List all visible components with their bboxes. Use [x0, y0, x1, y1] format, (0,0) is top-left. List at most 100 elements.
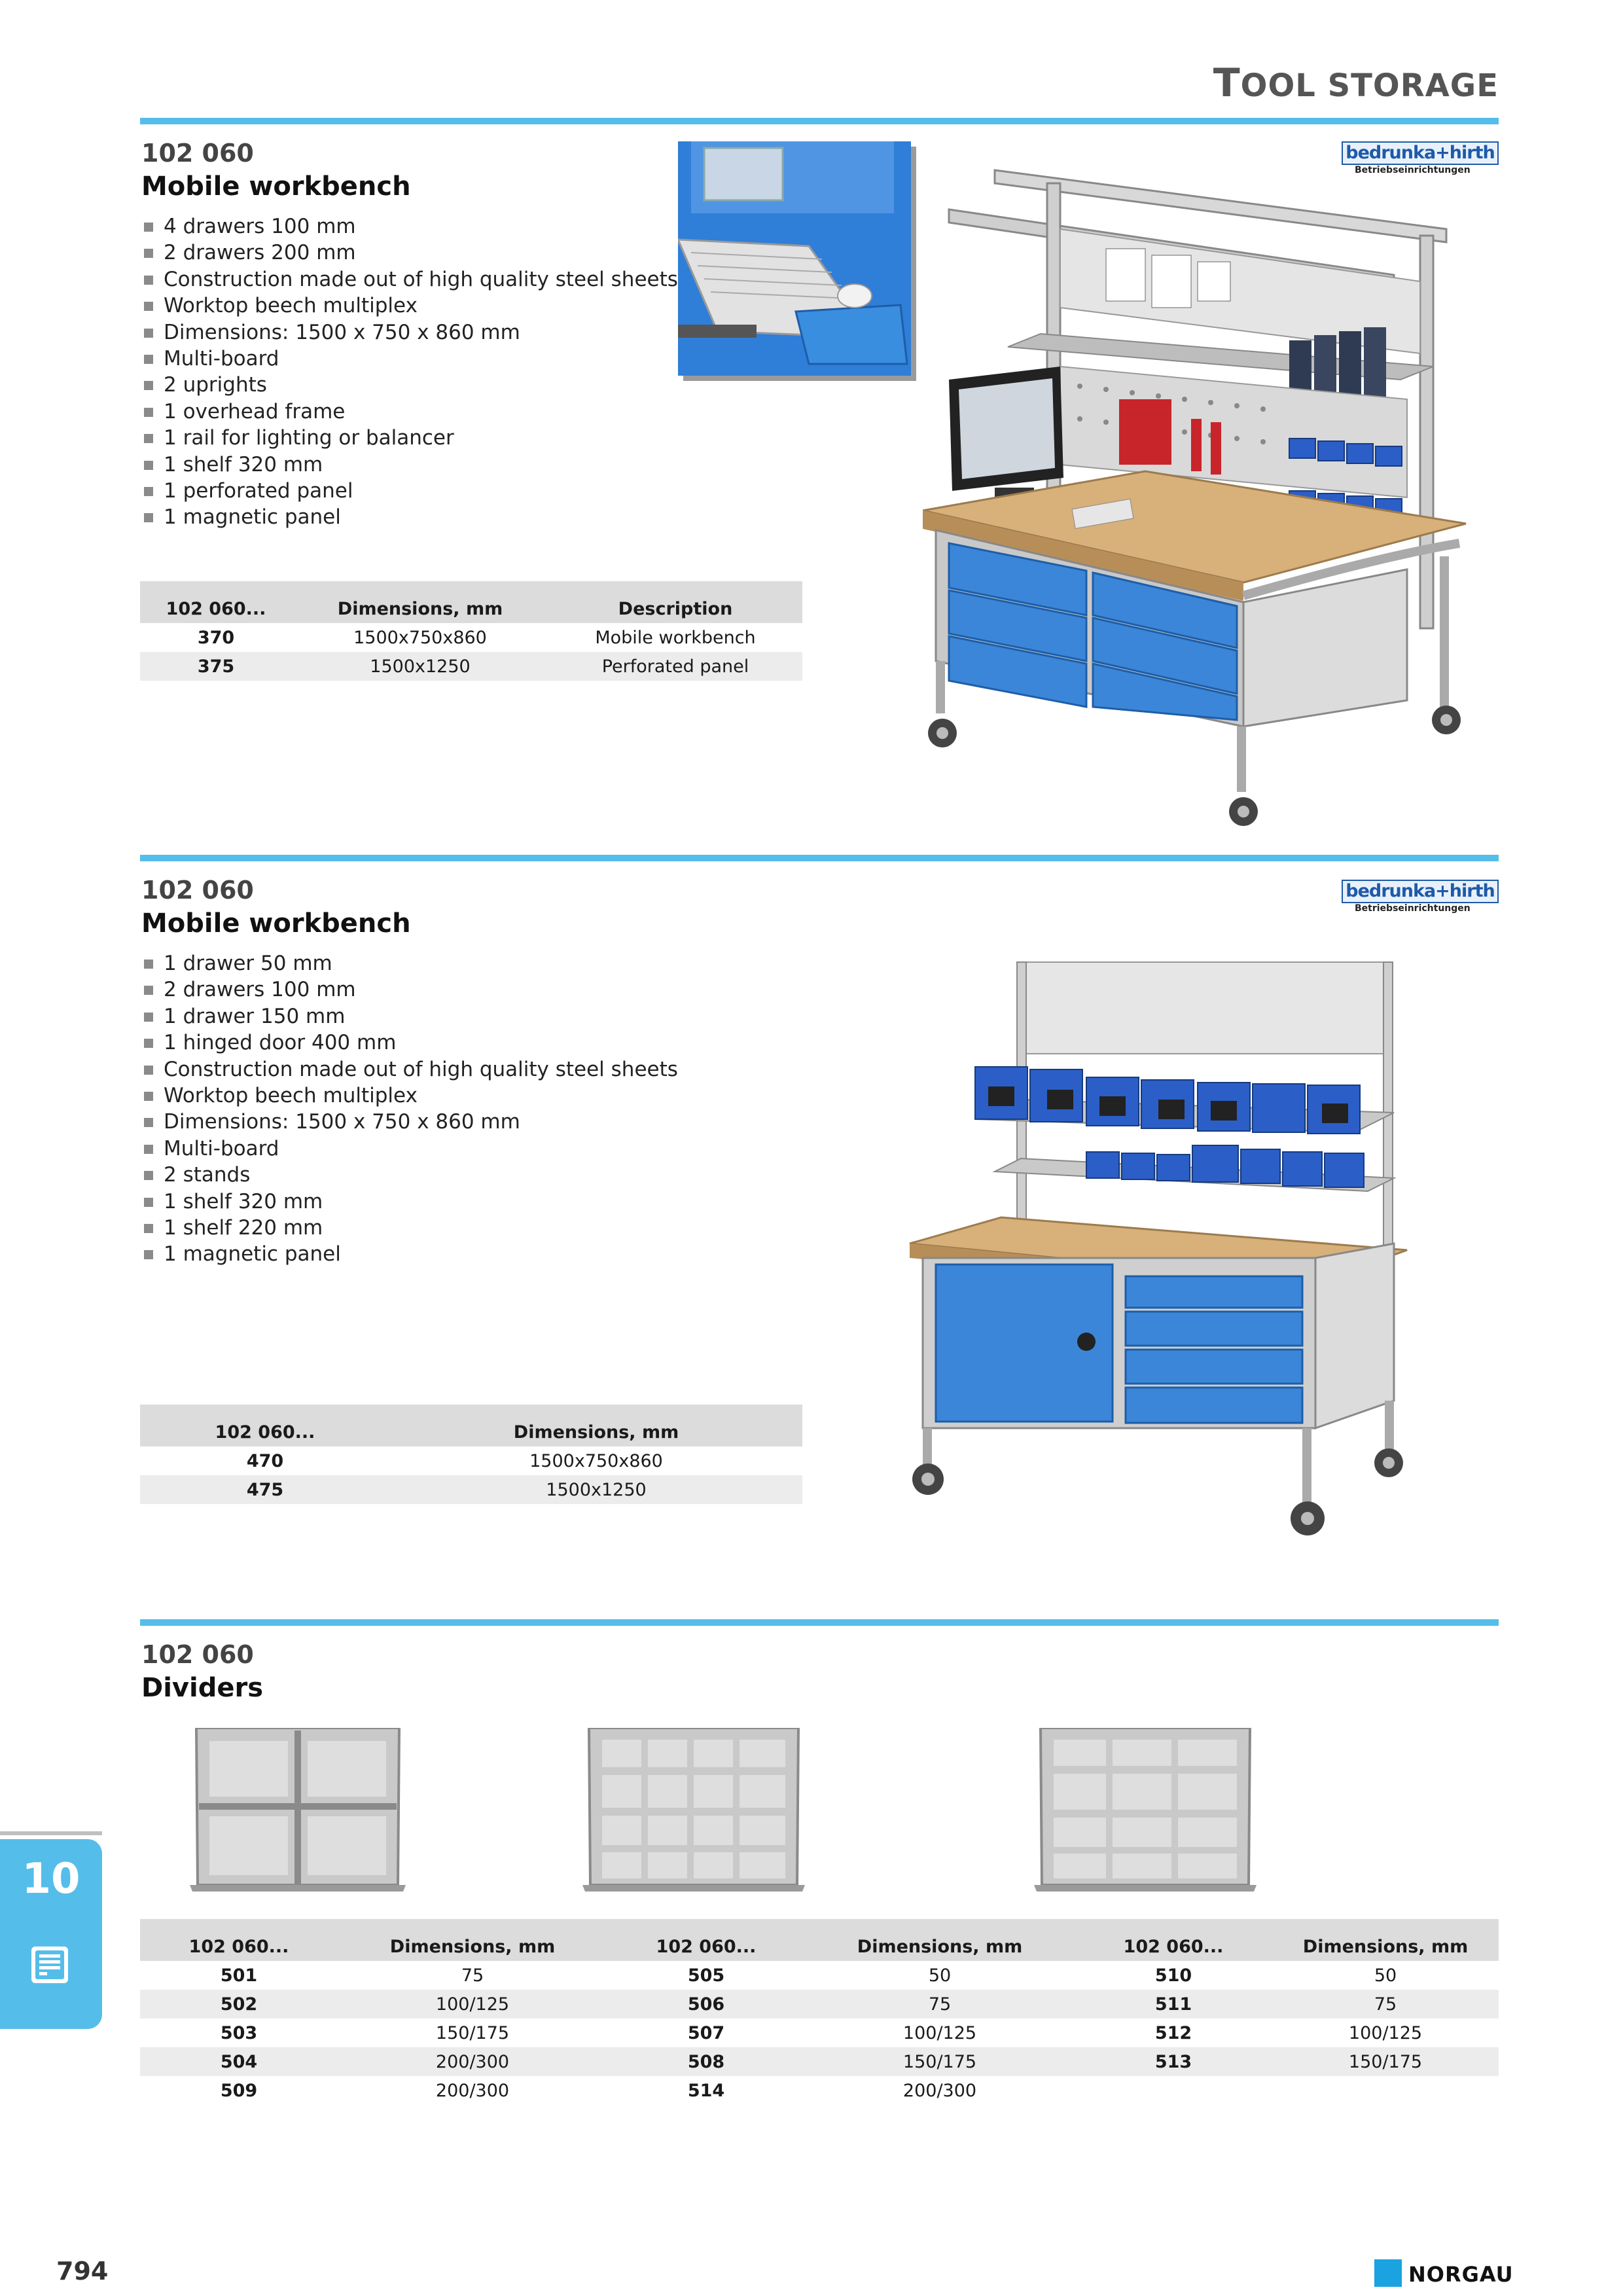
feature-item: 1 drawer 50 mm	[143, 950, 678, 977]
table-cell: 1500x750x860	[529, 1450, 663, 1471]
feature-item: 1 overhead frame	[143, 399, 678, 425]
item-title: Mobile workbench	[141, 908, 411, 939]
mobile-workbench-470-image	[909, 961, 1408, 1535]
table-header: Dimensions, mm	[1272, 1919, 1499, 1961]
table-cell: 501	[220, 1965, 258, 1986]
table-row: 370 1500x750x860 Mobile workbench	[140, 623, 802, 652]
table-cell: 100/125	[1348, 2022, 1423, 2043]
table-header: 102 060...	[140, 1405, 390, 1446]
table-cell: 512	[1154, 2022, 1192, 2043]
section-rule	[140, 855, 1499, 861]
table-header: 102 060...	[607, 1919, 805, 1961]
bedrunka-hirth-logo: bedrunka+hirth Betriebseinrichtungen	[1342, 880, 1499, 919]
table-cell: 375	[140, 652, 292, 681]
table-header: 102 060...	[1075, 1919, 1272, 1961]
table-cell: 470	[246, 1450, 284, 1471]
table-cell	[1075, 2076, 1272, 2105]
table-cell: 1500x750x860	[353, 627, 487, 648]
feature-item: 1 hinged door 400 mm	[143, 1030, 678, 1056]
logo-subtext: Betriebseinrichtungen	[1355, 903, 1471, 914]
table-cell: 50	[928, 1965, 952, 1986]
table-cell: 75	[1272, 1990, 1499, 2018]
table-cell: 150/175	[805, 2047, 1075, 2076]
table-cell: 50	[1374, 1965, 1397, 1986]
feature-item: 1 shelf 320 mm	[143, 1189, 678, 1215]
feature-item: 2 drawers 200 mm	[143, 240, 678, 266]
table-row: 502 100/125 506 75 511 75	[140, 1990, 1499, 2018]
logo-text: bedrunka+hirth	[1342, 141, 1499, 165]
item-title: Mobile workbench	[141, 171, 411, 202]
section-rule	[140, 118, 1499, 124]
table-cell: 370	[197, 627, 235, 648]
feature-item: 2 uprights	[143, 372, 678, 398]
table-cell: 150/175	[1272, 2047, 1499, 2076]
spec-table: 102 060... Dimensions, mm Description 37…	[140, 581, 802, 681]
feature-item: Dimensions: 1500 x 750 x 860 mm	[143, 319, 678, 346]
table-cell: 511	[1075, 1990, 1272, 2018]
feature-item: Construction made out of high quality st…	[143, 1056, 678, 1083]
table-header: 102 060...	[140, 1919, 338, 1961]
table-cell: 100/125	[902, 2022, 977, 2043]
table-cell: 75	[805, 1990, 1075, 2018]
table-cell	[1272, 2076, 1499, 2105]
table-cell: Mobile workbench	[595, 627, 756, 648]
feature-item: Construction made out of high quality st…	[143, 266, 678, 293]
tool-cabinet-icon	[31, 1946, 68, 1983]
mobile-workbench-370-image	[923, 169, 1467, 826]
feature-item: 1 magnetic panel	[143, 504, 678, 530]
table-header: 102 060...	[140, 581, 292, 623]
feature-item: Dimensions: 1500 x 750 x 860 mm	[143, 1109, 678, 1135]
table-cell: 75	[461, 1965, 484, 1986]
table-header: Dimensions, mm	[292, 581, 548, 623]
table-row: 375 1500x1250 Perforated panel	[140, 652, 802, 681]
logo-subtext: Betriebseinrichtungen	[1355, 165, 1471, 175]
feature-item: Multi-board	[143, 346, 678, 372]
table-header: Dimensions, mm	[390, 1405, 802, 1446]
table-header: Dimensions, mm	[805, 1919, 1075, 1961]
table-cell: 1500x1250	[390, 1475, 802, 1504]
side-tab-rule	[0, 1831, 102, 1835]
feature-item: Worktop beech multiplex	[143, 1083, 678, 1109]
table-cell: 513	[1075, 2047, 1272, 2076]
divider-9-compartment-image	[1034, 1728, 1257, 1892]
table-header-row: 102 060... Dimensions, mm Description	[140, 581, 802, 623]
bedrunka-hirth-logo: bedrunka+hirth Betriebseinrichtungen	[1342, 141, 1499, 181]
table-cell: 504	[140, 2047, 338, 2076]
table-cell: 475	[140, 1475, 390, 1504]
item-code: 102 060	[141, 876, 254, 905]
feature-item: 2 drawers 100 mm	[143, 977, 678, 1003]
table-cell: 1500x1250	[292, 652, 548, 681]
section-rule	[140, 1619, 1499, 1626]
chapter-tab[interactable]: 10	[0, 1839, 102, 2029]
logo-text: bedrunka+hirth	[1342, 880, 1499, 903]
feature-item: Multi-board	[143, 1136, 678, 1162]
divider-12-compartment-image	[582, 1728, 805, 1892]
table-cell: 503	[220, 2022, 258, 2043]
feature-item: 1 shelf 220 mm	[143, 1215, 678, 1241]
feature-item: 4 drawers 100 mm	[143, 213, 678, 240]
table-cell: Perforated panel	[548, 652, 802, 681]
table-cell: 510	[1154, 1965, 1192, 1986]
feature-item: 1 drawer 150 mm	[143, 1003, 678, 1030]
table-cell: 507	[687, 2022, 725, 2043]
feature-list: 1 drawer 50 mm 2 drawers 100 mm 1 drawer…	[143, 950, 678, 1268]
table-cell: 509	[220, 2080, 258, 2101]
table-cell: 100/125	[338, 1990, 607, 2018]
table-cell: 200/300	[435, 2080, 510, 2101]
table-row: 470 1500x750x860	[140, 1446, 802, 1475]
feature-item: 1 shelf 320 mm	[143, 452, 678, 478]
chapter-number: 10	[22, 1855, 80, 1903]
item-code: 102 060	[141, 1640, 254, 1669]
dividers-spec-table: 102 060... Dimensions, mm 102 060... Dim…	[140, 1919, 1499, 2105]
feature-item: 1 magnetic panel	[143, 1241, 678, 1267]
table-cell: 150/175	[435, 2022, 510, 2043]
brand-square-icon	[1374, 2259, 1402, 2287]
table-cell: 200/300	[902, 2080, 977, 2101]
feature-item: 2 stands	[143, 1162, 678, 1188]
table-cell: 508	[607, 2047, 805, 2076]
table-header-row: 102 060... Dimensions, mm 102 060... Dim…	[140, 1919, 1499, 1961]
table-row: 501 75 505 50 510 50	[140, 1961, 1499, 1990]
norgau-brand: NORGAU	[1374, 2259, 1513, 2287]
table-cell: 505	[687, 1965, 725, 1986]
table-row: 504 200/300 508 150/175 513 150/175	[140, 2047, 1499, 2076]
